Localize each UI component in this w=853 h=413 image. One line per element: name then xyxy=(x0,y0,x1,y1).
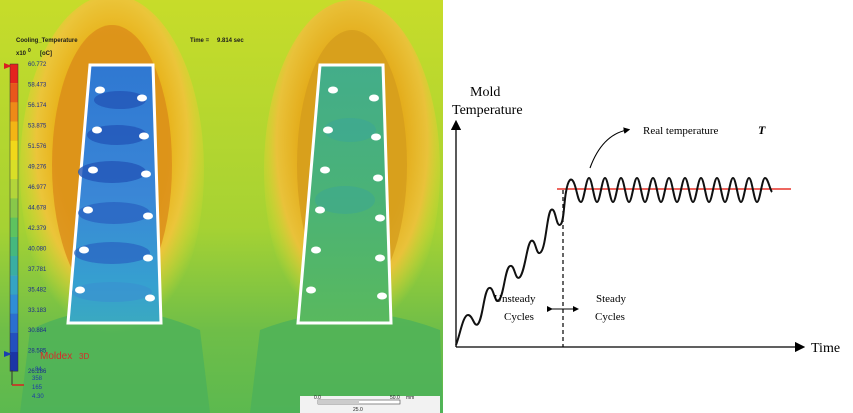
legend-max-marker xyxy=(4,63,12,69)
legend-color-swatch xyxy=(10,179,18,199)
legend-color-swatch xyxy=(10,198,18,218)
real-temperature-symbol: T xyxy=(758,123,766,137)
legend-color-swatch xyxy=(10,313,18,333)
legend-color-swatch xyxy=(10,102,18,122)
legend-value-label: 46.977 xyxy=(28,185,47,191)
legend-value-label: 49.276 xyxy=(28,164,47,170)
legend-value-label: 28.585 xyxy=(28,349,47,355)
legend-color-swatch xyxy=(10,294,18,314)
legend-color-swatch xyxy=(10,140,18,160)
info-line: 358 xyxy=(32,376,43,382)
brand-suffix: 3D xyxy=(79,352,89,361)
legend-color-swatch xyxy=(10,83,18,103)
legend-color-swatch xyxy=(10,217,18,237)
legend-value-label: 40.080 xyxy=(28,246,47,252)
scale-sub-label: 25.0 xyxy=(353,407,363,413)
scale-bar: 0.0 50.0 mm 25.0 xyxy=(300,395,440,413)
legend-color-swatch xyxy=(10,236,18,256)
legend-value-label: 58.473 xyxy=(28,82,47,88)
x-axis-label: Time xyxy=(811,341,840,356)
y-axis-label-line2: Temperature xyxy=(452,103,523,118)
real-temperature-curve xyxy=(455,176,773,346)
legend-color-swatch xyxy=(10,256,18,276)
steady-cycles-label-line1: Steady xyxy=(596,293,626,305)
steady-cycles-label-line2: Cycles xyxy=(595,311,625,323)
legend-value-label: 56.174 xyxy=(28,103,47,109)
temperature-unit: [oC] xyxy=(40,51,52,57)
unsteady-cycles-label-line1: Unsteady xyxy=(494,293,536,305)
time-value: 9.814 sec xyxy=(217,38,244,44)
legend-value-label: 37.781 xyxy=(28,267,47,273)
legend-color-swatch xyxy=(10,352,18,372)
mold-temperature-diagram: Mold Temperature Time Real temperature T… xyxy=(443,0,853,413)
legend-color-swatch xyxy=(10,160,18,180)
legend-value-label: 42.379 xyxy=(28,226,47,232)
legend-color-swatch xyxy=(10,332,18,352)
cooling-temperature-simulation: Cooling_Temperature Time = 9.814 sec x10… xyxy=(0,0,443,413)
real-temperature-label: Real temperature xyxy=(643,125,719,137)
legend-color-swatch xyxy=(10,275,18,295)
legend-value-label: 53.875 xyxy=(28,123,47,129)
legend-min-marker xyxy=(4,351,12,357)
unsteady-cycles-label-line2: Cycles xyxy=(504,311,534,323)
simulation-title: Cooling_Temperature xyxy=(16,38,78,44)
scale-unit: mm xyxy=(406,395,414,401)
scale-exponent: 0 xyxy=(28,48,31,54)
color-legend-labels: 60.772 58.473 56.174 53.875 51.576 49.276 46.9… xyxy=(28,62,47,375)
legend-value-label: 51.576 xyxy=(28,144,47,150)
info-line: 4.30 xyxy=(32,394,44,400)
y-axis-label-line1: Mold xyxy=(470,85,500,100)
time-label: Time = xyxy=(190,38,210,44)
color-legend xyxy=(9,63,19,372)
legend-frame xyxy=(9,63,19,372)
legend-value-label: 33.183 xyxy=(28,308,47,314)
scale-tick: 50.0 xyxy=(390,395,400,401)
scale-prefix: x10 xyxy=(16,51,27,57)
legend-value-label: 60.772 xyxy=(28,62,47,68)
axis-triad-icon xyxy=(11,370,24,386)
legend-value-label: 35.482 xyxy=(28,287,47,293)
real-temperature-callout-arrow xyxy=(589,127,631,169)
legend-color-swatch xyxy=(10,64,18,84)
legend-value-label: 26.286 xyxy=(28,369,47,375)
legend-value-label: 30.884 xyxy=(28,328,47,334)
legend-color-swatch xyxy=(10,121,18,141)
legend-value-label: 44.678 xyxy=(28,205,47,211)
cooling-channels xyxy=(75,86,387,302)
info-line: 165 xyxy=(32,385,43,391)
info-line: 84 xyxy=(35,367,42,373)
brand-logo: Moldex xyxy=(40,351,72,362)
info-lines: 84 358 165 4.30 xyxy=(32,367,44,400)
scale-tick: 0.0 xyxy=(314,395,321,401)
